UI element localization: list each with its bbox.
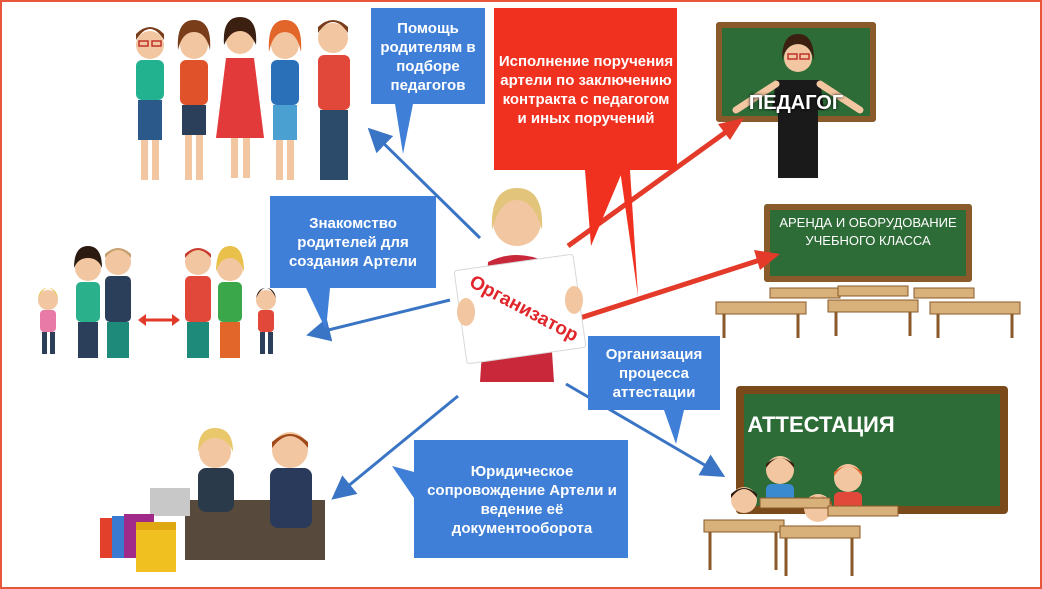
arrow-to-families	[306, 298, 451, 342]
callout-assignment-text: Исполнение поручения артели по заключени…	[498, 53, 674, 127]
callout-acquaintance	[270, 196, 436, 330]
callout-legal	[392, 440, 628, 558]
attestation-board-label: АТТЕСТАЦИЯ	[747, 412, 895, 437]
callout-legal-text: Юридическое сопровождение Артели и веден…	[427, 463, 617, 537]
families-illustration	[38, 246, 276, 358]
callout-acquaintance-text: Знакомство родителей для создания Артели	[288, 214, 418, 270]
callout-attestation-org	[588, 336, 720, 444]
teacher-illustration	[716, 22, 876, 178]
parents-group-illustration	[136, 17, 350, 180]
arrow-to-classroom	[579, 257, 761, 321]
blue-arrows	[306, 127, 726, 500]
callout-attestation-org-text: Организация процесса аттестации	[605, 345, 703, 401]
legal-meeting-illustration	[100, 428, 325, 572]
callout-parents-help	[371, 8, 485, 154]
organizer-illustration	[453, 188, 587, 382]
arrow-to-parents	[367, 127, 482, 240]
attestation-illustration	[703, 386, 1008, 576]
classroom-illustration	[715, 204, 1021, 338]
callout-parents-help-text: Помощь родителям в подборе педагогов	[380, 20, 476, 94]
teacher-board-label: ПЕДАГОГ	[748, 92, 844, 114]
classroom-board-label: АРЕНДА И ОБОРУДОВАНИЕ УЧЕБНОГО КЛАССА	[779, 215, 957, 248]
arrow-to-legal	[331, 394, 459, 500]
callout-assignment	[494, 8, 677, 296]
